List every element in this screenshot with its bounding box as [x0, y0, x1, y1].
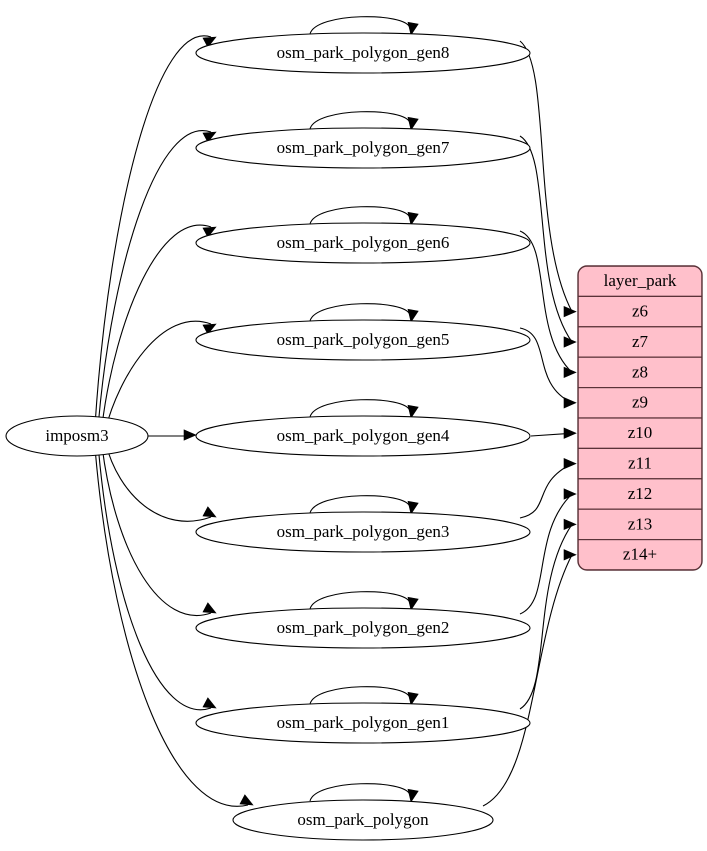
node-osm-park-polygon-gen8[interactable]: osm_park_polygon_gen8: [195, 32, 531, 74]
edge-arrowhead: [202, 602, 217, 614]
edge-arrowhead: [563, 336, 577, 348]
edge-imposm3-to-gen: [94, 35, 212, 420]
edge-arrowhead: [563, 427, 577, 439]
edge-gen-to-layer-row: [519, 40, 573, 312]
self-loop-arrowhead: [407, 500, 419, 515]
table-row-cell[interactable]: [578, 356, 702, 389]
self-loop-arrowhead: [407, 788, 419, 803]
edge-arrowhead: [202, 323, 217, 335]
edge-gen-to-layer-row: [519, 463, 573, 519]
edge-gen-to-layer-row: [482, 554, 573, 807]
self-loop-arrowhead: [407, 308, 419, 323]
self-loop-edge: [309, 495, 411, 514]
table-row-cell[interactable]: [578, 508, 702, 541]
edge-arrowhead: [202, 226, 217, 238]
edge-arrowhead: [563, 549, 577, 561]
edge-imposm3-to-gen: [101, 446, 212, 616]
table-row-cell[interactable]: [578, 447, 702, 480]
table-row-cell[interactable]: [578, 478, 702, 510]
node-osm-park-polygon-gen1-shape[interactable]: [195, 702, 531, 744]
node-osm-park-polygon-shape[interactable]: [232, 799, 494, 841]
node-osm-park-polygon-gen4[interactable]: osm_park_polygon_gen4: [195, 415, 531, 457]
layer-park-table-outline: [577, 265, 703, 571]
self-loop-edge: [309, 206, 411, 225]
node-osm-park-polygon-gen7-shape[interactable]: [195, 127, 531, 169]
self-loop-arrowhead: [407, 691, 419, 706]
edge-imposm3-to-gen: [101, 224, 212, 426]
edge-gen-to-layer-row: [519, 327, 573, 404]
edge-imposm3-to-gen: [104, 320, 212, 430]
self-loops-layer: [309, 16, 419, 803]
edge-arrowhead: [563, 397, 577, 409]
node-osm-park-polygon-gen8-shape[interactable]: [195, 32, 531, 74]
self-loop-edge: [309, 111, 411, 130]
self-loop-arrowhead: [407, 211, 419, 226]
edge-arrowhead: [202, 697, 217, 709]
edge-arrowhead: [202, 36, 217, 48]
table-row-cell[interactable]: [578, 326, 702, 358]
edge-imposm3-to-gen: [94, 452, 249, 807]
node-osm-park-polygon-gen6-shape[interactable]: [195, 222, 531, 264]
table-header-cell[interactable]: [578, 266, 702, 297]
edge-arrowhead: [563, 488, 577, 500]
node-osm-park-polygon-gen7[interactable]: osm_park_polygon_gen7: [195, 127, 531, 169]
self-loop-edge: [309, 399, 411, 418]
edge-arrowhead: [183, 429, 197, 441]
node-osm-park-polygon-gen2-shape[interactable]: [195, 607, 531, 649]
table-row-cell[interactable]: [578, 295, 702, 328]
node-osm-park-polygon[interactable]: osm_park_polygon: [232, 799, 494, 841]
node-osm-park-polygon-gen4-shape[interactable]: [195, 415, 531, 457]
edge-imposm3-to-gen: [104, 442, 212, 522]
table-row-cell[interactable]: [578, 417, 702, 449]
edge-arrowhead: [563, 305, 577, 318]
node-osm-park-polygon-gen1[interactable]: osm_park_polygon_gen1: [195, 702, 531, 744]
edge-arrowhead: [563, 518, 577, 531]
self-loop-arrowhead: [407, 596, 419, 611]
edge-gen-to-layer-row: [519, 493, 573, 615]
node-osm-park-polygon-gen3-shape[interactable]: [195, 511, 531, 553]
edge-gen-to-layer-row: [519, 524, 573, 710]
edge-arrowhead: [202, 131, 217, 143]
node-osm-park-polygon-gen6[interactable]: osm_park_polygon_gen6: [195, 222, 531, 264]
node-osm-park-polygon-gen2[interactable]: osm_park_polygon_gen2: [195, 607, 531, 649]
node-osm-park-polygon-gen5-shape[interactable]: [195, 319, 531, 361]
self-loop-edge: [309, 686, 411, 705]
table-row-cell[interactable]: [578, 538, 702, 570]
self-loop-edge: [309, 783, 411, 802]
self-loop-arrowhead: [407, 116, 419, 131]
self-loop-arrowhead: [407, 404, 419, 419]
table-row-cell[interactable]: [578, 387, 702, 419]
edge-imposm3-to-gen: [97, 450, 212, 711]
edge-arrowhead: [202, 506, 217, 518]
nodes-layer: osm_park_polygon_gen8 osm_park_polygon_ge…: [5, 32, 531, 841]
node-imposm3-shape[interactable]: [5, 415, 149, 457]
edge-imposm3-to-gen: [97, 130, 212, 422]
edge-arrowhead: [563, 457, 577, 470]
self-loop-edge: [309, 591, 411, 610]
self-loop-arrowhead: [407, 21, 419, 36]
edge-arrowhead: [563, 366, 577, 379]
self-loop-edge: [309, 303, 411, 322]
node-osm-park-polygon-gen3[interactable]: osm_park_polygon_gen3: [195, 511, 531, 553]
node-osm-park-polygon-gen5[interactable]: osm_park_polygon_gen5: [195, 319, 531, 361]
edge-arrowhead: [239, 794, 254, 806]
edge-gen-to-layer-row: [519, 230, 573, 373]
node-imposm3[interactable]: imposm3: [5, 415, 149, 457]
self-loop-edge: [309, 16, 411, 35]
